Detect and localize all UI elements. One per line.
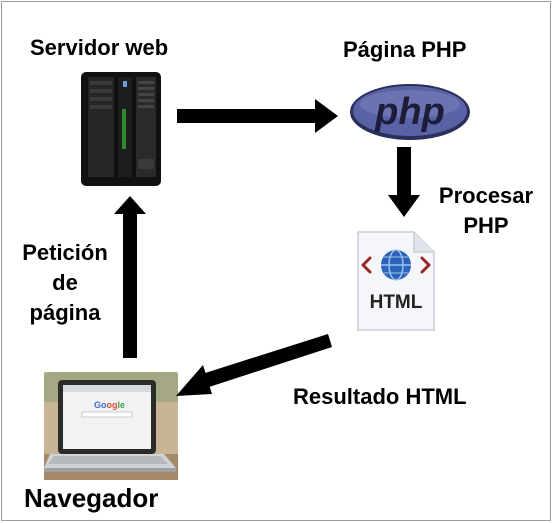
request-label-line: página	[29, 300, 101, 325]
browser-search-logo: Google	[94, 400, 125, 410]
process-label: Procesar PHP	[426, 181, 546, 241]
browser-label: Navegador	[24, 483, 159, 513]
request-arrow	[114, 196, 146, 358]
server-label: Servidor web	[30, 35, 169, 60]
result-html-arrow	[176, 334, 332, 396]
result-html-label: Resultado HTML	[293, 384, 467, 409]
php-page-label: Página PHP	[343, 37, 467, 62]
server-to-php-arrow	[177, 99, 338, 133]
request-label-line: Petición	[22, 240, 108, 265]
html-document-icon: HTML	[357, 231, 435, 331]
php-logo-icon: php	[350, 84, 470, 140]
request-label: Petición de página	[6, 238, 124, 328]
process-label-line: PHP	[463, 213, 509, 238]
request-label-line: de	[52, 270, 78, 295]
php-logo-text: php	[374, 91, 445, 133]
html-badge-text: HTML	[370, 292, 423, 313]
process-label-line: Procesar	[438, 183, 534, 208]
process-php-arrow	[388, 147, 420, 217]
laptop-browser-icon: Google	[44, 372, 178, 480]
server-rack-icon	[78, 69, 164, 189]
